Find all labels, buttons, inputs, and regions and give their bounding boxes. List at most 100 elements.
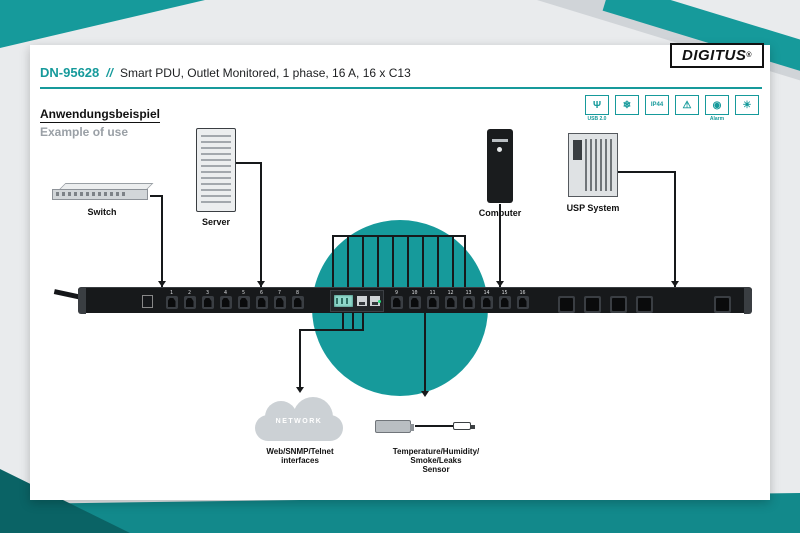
arrow-switch xyxy=(158,281,166,287)
rj45-port xyxy=(357,296,367,306)
c13-socket xyxy=(219,296,232,309)
rj45-port xyxy=(370,296,380,306)
bus-tick xyxy=(332,235,334,287)
c19-socket xyxy=(636,296,653,313)
digitus-logo: DIGITUS® xyxy=(670,43,764,68)
cloud-label: NETWORK xyxy=(275,418,323,425)
pdu-left-cap xyxy=(78,288,86,314)
alarm-badge-icon: ◉ xyxy=(705,95,729,115)
c13-outlet: 8 xyxy=(291,290,304,309)
outlet-number: 12 xyxy=(447,290,454,296)
cloud-base xyxy=(255,415,343,441)
warning-badge-icon: ⚠ xyxy=(675,95,699,115)
bus-tick xyxy=(437,235,439,287)
brand-name: DIGITUS xyxy=(681,47,747,64)
c13-socket xyxy=(237,296,250,309)
module-tick xyxy=(352,313,354,330)
c13-outlet: 2 xyxy=(183,290,196,309)
computer-drive-bay xyxy=(492,139,508,142)
outlet-number: 1 xyxy=(169,290,173,296)
registered-mark: ® xyxy=(746,52,752,59)
server-vents xyxy=(201,135,231,205)
c13-outlet: 10 xyxy=(408,290,421,309)
climate-badge: ☀ xyxy=(734,95,760,122)
bus-tick xyxy=(347,235,349,287)
sensor-head xyxy=(453,422,475,430)
c13-outlet: 9 xyxy=(390,290,403,309)
connector-bus-h xyxy=(332,235,466,237)
c13-outlet: 5 xyxy=(237,290,250,309)
alarm-badge: ◉Alarm xyxy=(704,95,730,122)
ups-label: USP System xyxy=(566,203,620,213)
c13-socket xyxy=(255,296,268,309)
model-number: DN-95628 xyxy=(40,65,100,80)
outlet-number: 13 xyxy=(465,290,472,296)
connector-computer-v xyxy=(499,204,501,287)
c13-socket xyxy=(183,296,196,309)
bus-tick xyxy=(452,235,454,287)
outlet-number: 6 xyxy=(259,290,263,296)
c19-outlet xyxy=(636,290,653,313)
ip44-badge-icon: IP44 xyxy=(645,95,669,115)
climate-badge-icon: ☀ xyxy=(735,95,759,115)
network-caption: Web/SNMP/Telnet interfaces xyxy=(245,447,355,465)
c13-outlet: 4 xyxy=(219,290,232,309)
ups-display-panel xyxy=(573,140,582,160)
connector-switch-h xyxy=(150,195,163,197)
c13-outlet: 14 xyxy=(480,290,493,309)
c19-socket xyxy=(714,296,731,313)
arrow-computer xyxy=(496,281,504,287)
sensor-caption-line1: Temperature/Humidity/ xyxy=(392,447,480,456)
section-title: Anwendungsbeispiel xyxy=(40,107,161,123)
c19-outlet xyxy=(610,290,627,313)
warning-badge: ⚠ xyxy=(674,95,700,122)
outlet-number: 8 xyxy=(295,290,299,296)
c13-outlet: 12 xyxy=(444,290,457,309)
arrow-server xyxy=(257,281,265,287)
content-card: DIGITUS® DN-95628 // Smart PDU, Outlet M… xyxy=(30,43,770,500)
sensor-cable xyxy=(415,425,453,427)
sensor-connector xyxy=(375,419,414,433)
c13-socket xyxy=(462,296,475,309)
bus-tick xyxy=(407,235,409,287)
outlet-number: 7 xyxy=(277,290,281,296)
c13-socket xyxy=(480,296,493,309)
status-led xyxy=(378,300,381,303)
usb-badge-label: USB 2.0 xyxy=(587,116,607,122)
c13-outlet: 16 xyxy=(516,290,529,309)
sensor-illustration xyxy=(375,413,495,439)
bus-tick xyxy=(377,235,379,287)
computer-power-button xyxy=(497,147,502,152)
pdu-right-cap xyxy=(744,288,752,314)
bus-tick xyxy=(464,235,466,287)
arrow-sensor xyxy=(421,391,429,397)
connector-cloud-h xyxy=(299,329,364,331)
outlet-number: 9 xyxy=(394,290,398,296)
switch-illustration xyxy=(52,183,154,203)
c13-outlet-group-left: 1 2 3 4 5 6 7 8 xyxy=(165,290,304,309)
arrow-cloud xyxy=(296,387,304,393)
sensor-caption-line3: Sensor xyxy=(422,465,450,474)
c13-outlet: 6 xyxy=(255,290,268,309)
c19-outlet-end xyxy=(714,290,731,313)
alarm-badge-label: Alarm xyxy=(709,116,725,122)
outlet-number: 3 xyxy=(205,290,209,296)
connector-ups-h xyxy=(618,171,676,173)
outlet-number: 5 xyxy=(241,290,245,296)
module-tick xyxy=(342,313,344,330)
c13-outlet: 15 xyxy=(498,290,511,309)
ip44-badge: IP44 xyxy=(644,95,670,122)
product-title: Smart PDU, Outlet Monitored, 1 phase, 16… xyxy=(119,66,411,80)
c19-socket xyxy=(610,296,627,313)
ups-vents xyxy=(585,139,613,191)
computer-illustration xyxy=(487,129,513,203)
c19-outlet-group xyxy=(558,290,653,313)
c13-socket xyxy=(390,296,403,309)
connector-cloud-v xyxy=(299,329,301,391)
c13-socket xyxy=(444,296,457,309)
connector-sensor-v xyxy=(424,313,426,395)
header-separator: // xyxy=(106,66,113,80)
